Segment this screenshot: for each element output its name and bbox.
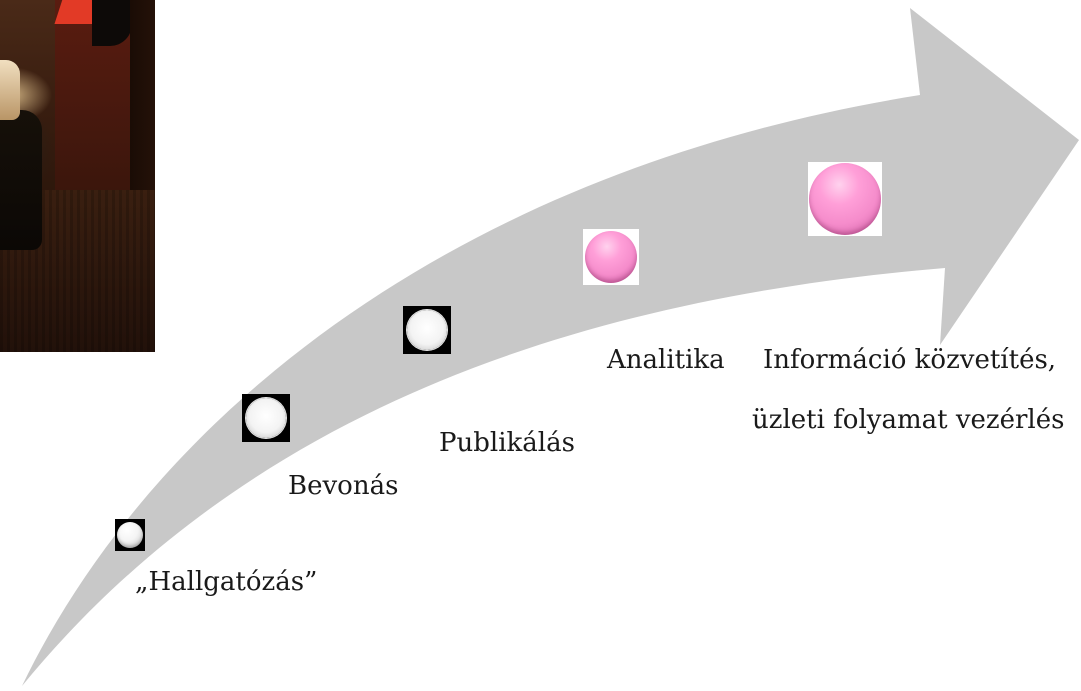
- step-hallgatozas-marker: [115, 519, 145, 551]
- pink-ball-icon: [809, 163, 881, 235]
- step-label-publikalas: Publikálás: [439, 428, 575, 458]
- office-photo: [0, 0, 155, 352]
- step-label-informacio-line2: üzleti folyamat vezérlés: [752, 405, 1065, 435]
- step-label-hallgatozas: „Hallgatózás”: [135, 567, 318, 597]
- white-ring-ball-icon: [246, 398, 286, 438]
- step-label-informacio-line1: Információ közvetítés,: [763, 345, 1057, 375]
- photo-person: [0, 60, 20, 120]
- photo-chair: [0, 110, 42, 250]
- white-ring-ball-icon: [407, 310, 447, 350]
- step-bevonas-marker: [242, 394, 290, 442]
- step-analitika-marker: [583, 229, 639, 285]
- step-informacio-marker: [808, 162, 882, 236]
- photo-logo-dark: [92, 0, 132, 46]
- step-label-analitika: Analitika: [607, 345, 725, 375]
- pink-ball-icon: [585, 231, 637, 283]
- step-publikalas-marker: [403, 306, 451, 354]
- white-ball-icon: [117, 522, 143, 548]
- step-label-bevonas: Bevonás: [288, 471, 399, 501]
